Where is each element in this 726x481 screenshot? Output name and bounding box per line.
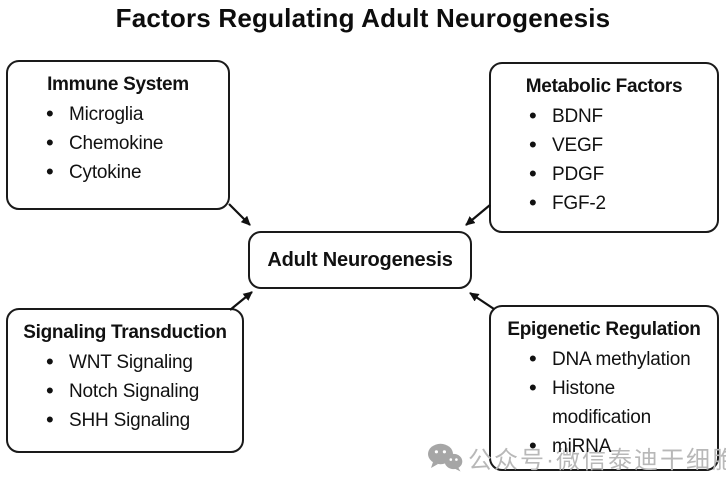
node-items-epigenetic-regulation: DNA methylation Histone modification miR…: [497, 344, 711, 461]
center-node-label: Adult Neurogenesis: [267, 248, 453, 271]
node-title-metabolic-factors: Metabolic Factors: [525, 76, 683, 97]
list-item: FGF-2: [529, 188, 711, 218]
node-title-signaling-transduction: Signaling Transduction: [23, 322, 227, 343]
list-item: Cytokine: [46, 157, 222, 187]
arrow-immune-to-center: [228, 203, 251, 226]
list-item: PDGF: [529, 159, 711, 189]
node-signaling-transduction: Signaling Transduction WNT Signaling Not…: [6, 308, 244, 453]
list-item: SHH Signaling: [46, 405, 236, 435]
list-item: Chemokine: [46, 128, 222, 158]
node-items-metabolic-factors: BDNF VEGF PDGF FGF-2: [497, 101, 711, 218]
list-item: DNA methylation: [529, 344, 711, 374]
node-items-immune-system: Microglia Chemokine Cytokine: [14, 99, 222, 187]
node-metabolic-factors: Metabolic Factors BDNF VEGF PDGF FGF-2: [489, 62, 719, 233]
list-item: BDNF: [529, 101, 711, 131]
list-item: VEGF: [529, 130, 711, 160]
list-item: Microglia: [46, 99, 222, 129]
wechat-icon: [428, 443, 463, 472]
list-item: Notch Signaling: [46, 376, 236, 406]
node-immune-system: Immune System Microglia Chemokine Cytoki…: [6, 60, 230, 210]
list-item: Histone modification: [529, 373, 711, 432]
node-title-immune-system: Immune System: [47, 74, 189, 95]
node-items-signaling-transduction: WNT Signaling Notch Signaling SHH Signal…: [14, 347, 236, 435]
node-title-epigenetic-regulation: Epigenetic Regulation: [507, 319, 701, 340]
list-item: miRNA: [529, 431, 711, 461]
node-adult-neurogenesis: Adult Neurogenesis: [248, 231, 472, 289]
node-epigenetic-regulation: Epigenetic Regulation DNA methylation Hi…: [489, 305, 719, 471]
page-title: Factors Regulating Adult Neurogenesis: [115, 3, 611, 33]
list-item: WNT Signaling: [46, 347, 236, 377]
arrow-metabolic-to-center: [465, 204, 491, 226]
